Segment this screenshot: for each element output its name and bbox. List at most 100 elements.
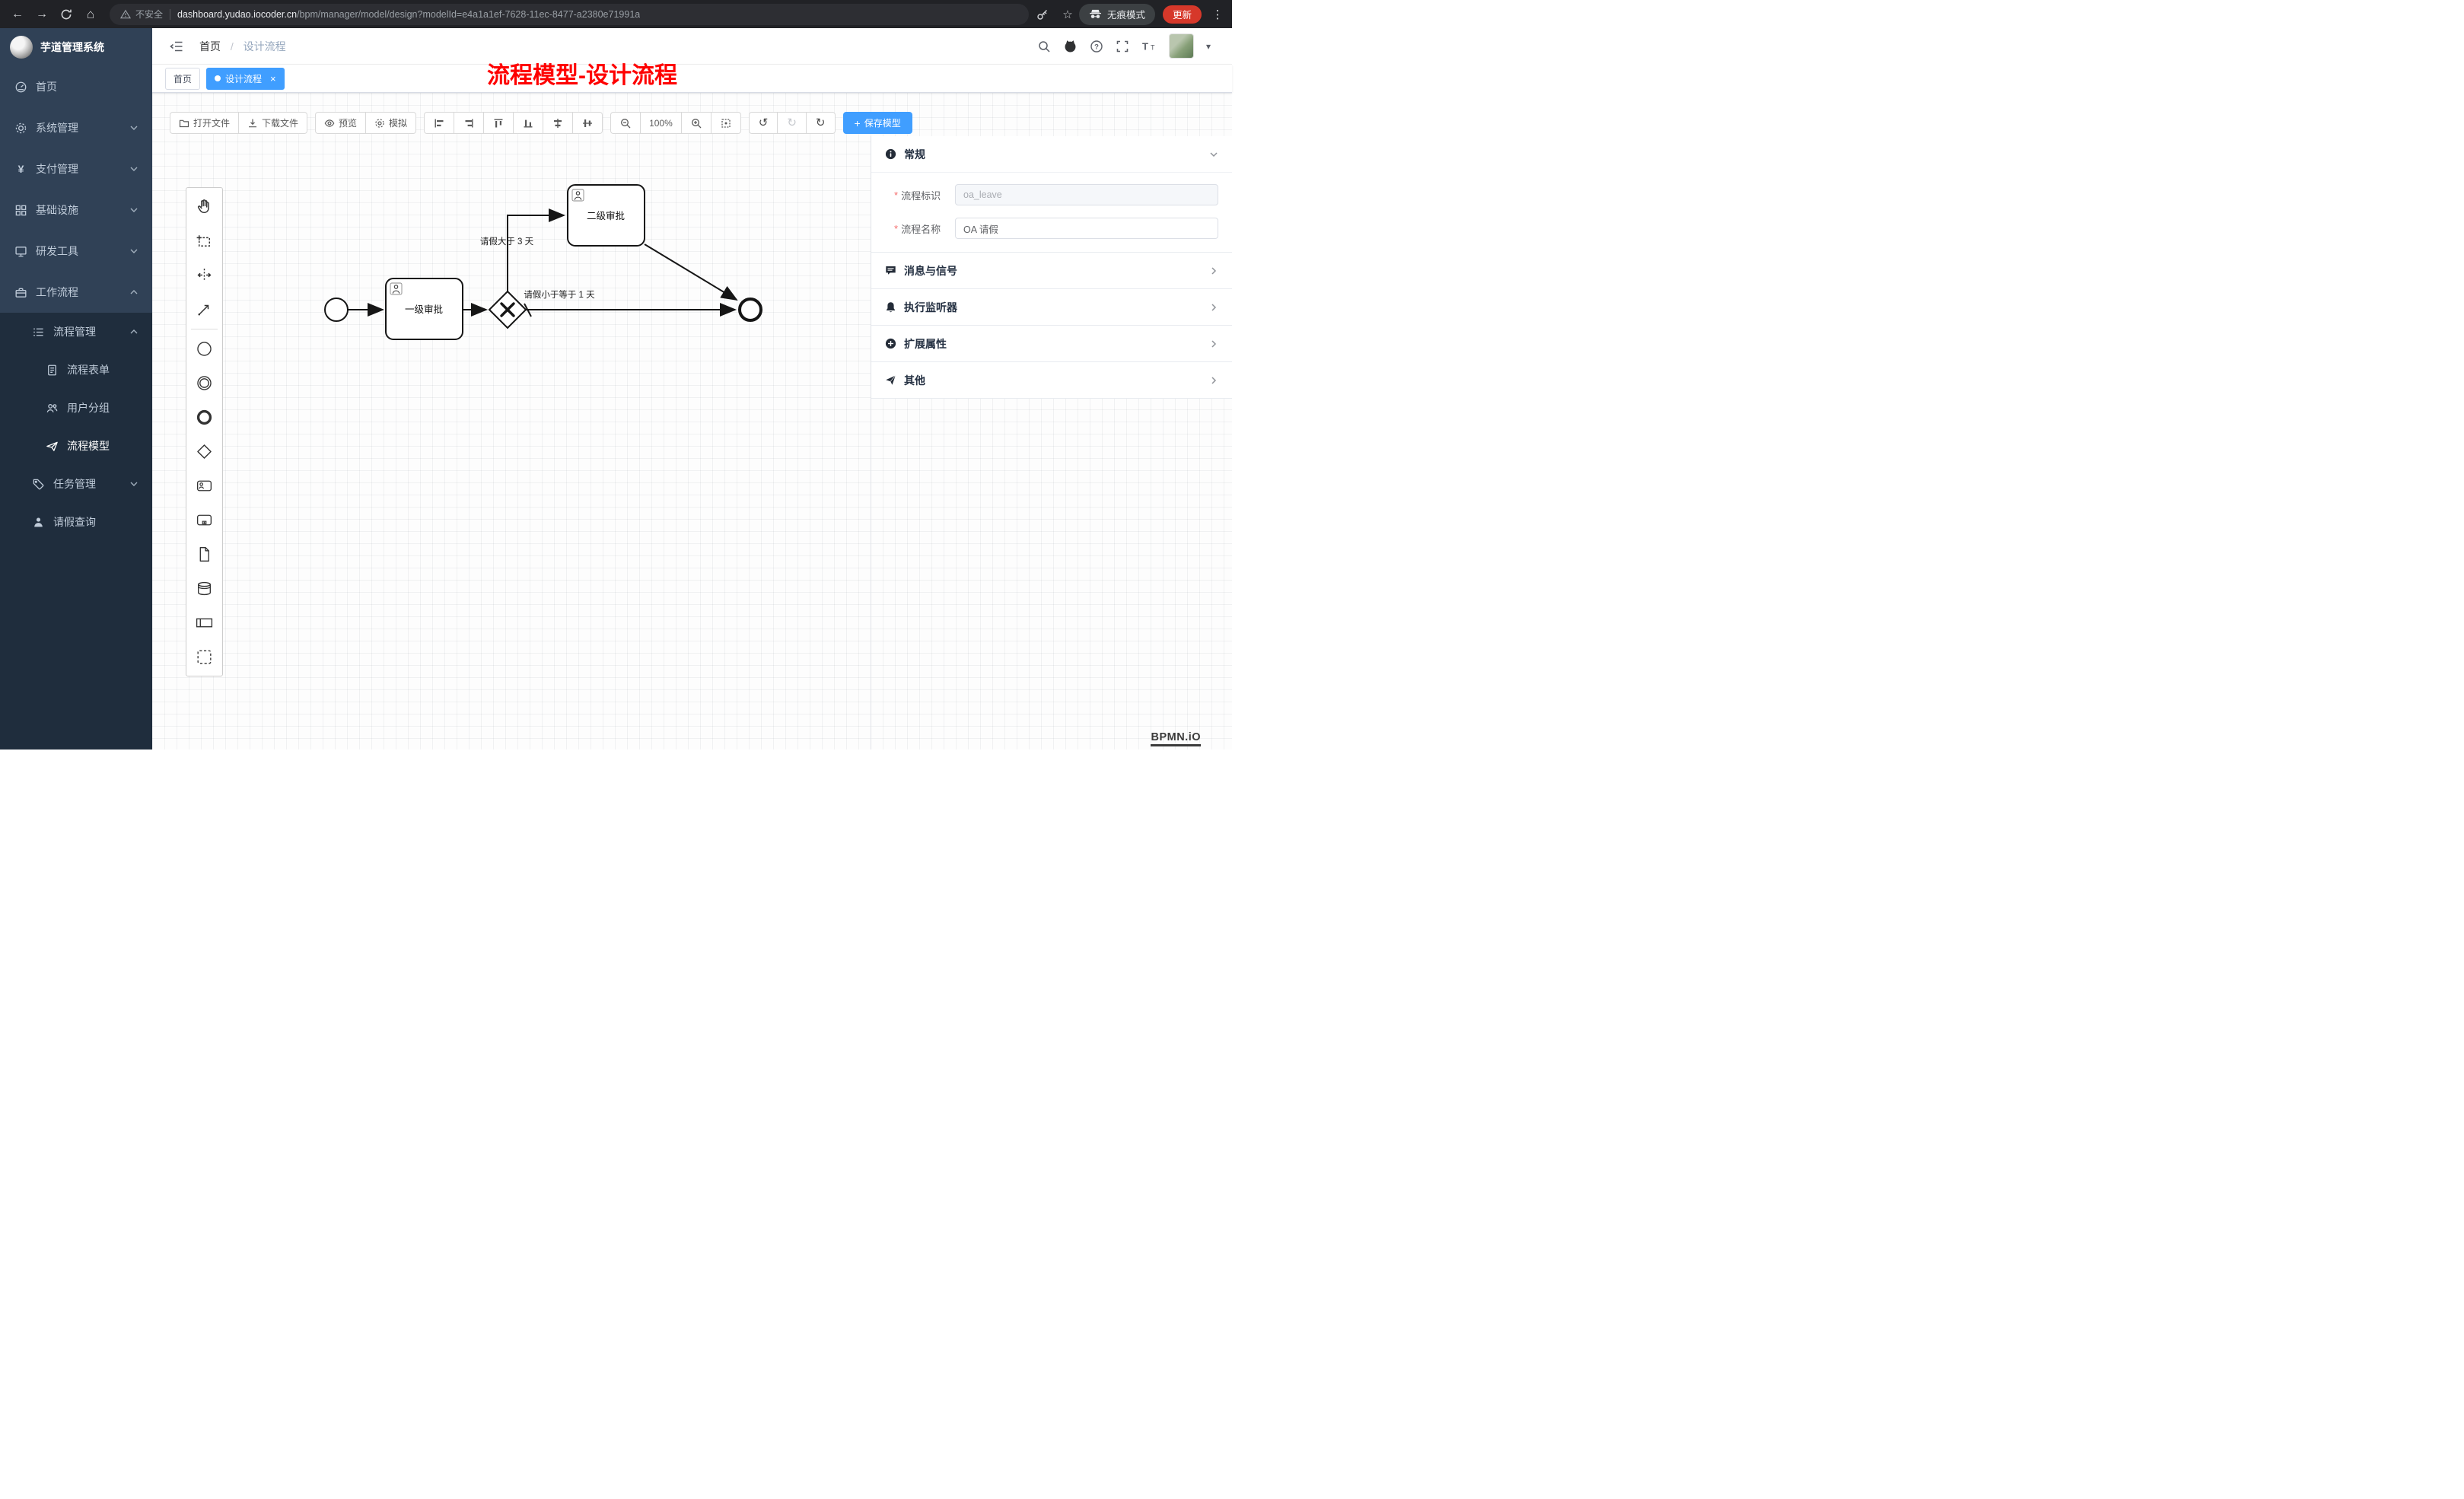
intermediate-event-icon[interactable]: [186, 366, 222, 400]
chevron-down-icon: [130, 167, 138, 171]
avatar-caret-icon[interactable]: ▾: [1205, 40, 1211, 52]
close-icon[interactable]: ×: [270, 72, 276, 84]
bell-icon: [887, 302, 895, 313]
fullscreen-icon[interactable]: [1116, 40, 1129, 53]
tab-design-process[interactable]: 设计流程 ×: [206, 67, 285, 90]
sidebar-item-task-management[interactable]: 任务管理: [0, 465, 152, 503]
flow-gateway-to-task2[interactable]: [507, 208, 565, 291]
browser-back-button[interactable]: ←: [11, 7, 24, 21]
lasso-tool-icon[interactable]: [186, 224, 222, 258]
save-model-button[interactable]: + 保存模型: [842, 112, 912, 134]
app-title: 芋道管理系统: [40, 41, 104, 53]
address-bar[interactable]: 不安全 dashboard.yudao.iocoder.cn/bpm/manag…: [110, 3, 1029, 25]
tab-home[interactable]: 首页: [165, 67, 201, 90]
security-chip[interactable]: 不安全: [120, 8, 163, 21]
task-icon[interactable]: [186, 469, 222, 503]
open-file-button[interactable]: 打开文件: [170, 112, 240, 134]
task-first-approval[interactable]: [385, 278, 463, 340]
hand-tool-icon[interactable]: [186, 189, 222, 224]
undo-button[interactable]: ↺: [748, 112, 778, 134]
user-avatar[interactable]: [1168, 33, 1194, 59]
sidebar-item-label: 请假查询: [53, 516, 96, 528]
incognito-badge: 无痕模式: [1078, 3, 1155, 25]
yen-icon: ¥: [18, 163, 24, 175]
info-icon: [885, 148, 896, 160]
breadcrumb-current: 设计流程: [243, 40, 286, 53]
sidebar-item-devtools[interactable]: 研发工具: [0, 231, 152, 272]
sidebar-item-infrastructure[interactable]: 基础设施: [0, 189, 152, 231]
flow-task2-to-end[interactable]: [644, 243, 738, 301]
plus-icon: +: [854, 116, 861, 129]
sidebar-item-leave-query[interactable]: 请假查询: [0, 503, 152, 541]
end-event-icon[interactable]: [186, 400, 222, 434]
download-file-button[interactable]: 下载文件: [238, 112, 308, 134]
browser-forward-button[interactable]: →: [36, 7, 48, 21]
search-icon[interactable]: [1037, 40, 1051, 53]
bpmn-canvas[interactable]: 一级审批 二级审批 请假大于 3 天 请假小于等于 1 天 打开文件 下载文件: [152, 93, 1232, 750]
edge-label-gt: 请假大于 3 天: [480, 236, 534, 247]
align-left-button[interactable]: [424, 112, 455, 134]
breadcrumb-home[interactable]: 首页: [199, 40, 221, 53]
panel-section-message-signal[interactable]: 消息与信号: [871, 253, 1232, 288]
simulate-button[interactable]: 模拟: [365, 112, 417, 134]
align-bottom-button[interactable]: [513, 112, 544, 134]
task-second-approval[interactable]: [567, 184, 645, 247]
password-key-icon[interactable]: [1036, 8, 1056, 21]
end-event[interactable]: [738, 298, 762, 322]
subprocess-icon[interactable]: [186, 503, 222, 537]
participant-icon[interactable]: [186, 606, 222, 640]
section-title: 执行监听器: [904, 301, 957, 313]
space-tool-icon[interactable]: [186, 258, 222, 292]
update-button[interactable]: 更新: [1162, 5, 1202, 24]
group-icon[interactable]: [186, 640, 222, 674]
start-event[interactable]: [324, 298, 349, 322]
sidebar-item-label: 系统管理: [36, 122, 78, 134]
sidebar-item-process-form[interactable]: 流程表单: [0, 351, 152, 389]
redo-button[interactable]: ↻: [777, 112, 807, 134]
user-task-icon: [390, 282, 403, 295]
panel-section-extended-attributes[interactable]: 扩展属性: [871, 326, 1232, 361]
align-center-horizontal-button[interactable]: [543, 112, 574, 134]
sidebar-item-system[interactable]: 系统管理: [0, 107, 152, 148]
panel-section-other[interactable]: 其他: [871, 362, 1232, 398]
sidebar-item-home[interactable]: 首页: [0, 66, 152, 107]
sidebar-collapse-icon[interactable]: [169, 39, 184, 54]
browser-reload-button[interactable]: [55, 3, 78, 26]
zoom-level[interactable]: 100%: [640, 112, 682, 134]
plus-circle-icon: [885, 338, 896, 349]
preview-button[interactable]: 预览: [315, 112, 367, 134]
gateway-icon[interactable]: [186, 434, 222, 469]
tab-label: 首页: [173, 73, 193, 84]
align-right-button[interactable]: [454, 112, 485, 134]
zoom-out-button[interactable]: [610, 112, 641, 134]
chevron-right-icon: [1211, 376, 1217, 384]
global-connect-icon[interactable]: [186, 292, 222, 326]
zoom-reset-button[interactable]: [710, 112, 741, 134]
process-name-input[interactable]: [955, 218, 1218, 239]
align-center-vertical-button[interactable]: [572, 112, 603, 134]
panel-section-general[interactable]: 常规: [871, 136, 1232, 173]
sidebar-item-process-management[interactable]: 流程管理: [0, 313, 152, 351]
sidebar-item-workflow[interactable]: 工作流程: [0, 272, 152, 313]
chevron-down-icon: [130, 208, 138, 212]
zoom-in-button[interactable]: [680, 112, 712, 134]
bookmark-star-icon[interactable]: ☆: [1062, 8, 1073, 21]
align-top-button[interactable]: [483, 112, 514, 134]
sidebar-item-payment[interactable]: ¥ 支付管理: [0, 148, 152, 189]
start-event-icon[interactable]: [186, 332, 222, 366]
panel-section-execution-listener[interactable]: 执行监听器: [871, 289, 1232, 325]
download-icon: [249, 119, 257, 127]
refresh-button[interactable]: ↻: [805, 112, 836, 134]
app-logo[interactable]: 芋道管理系统: [0, 28, 152, 66]
bpmn-io-logo[interactable]: BPMN.iO: [1151, 731, 1201, 746]
github-icon[interactable]: [1063, 39, 1078, 53]
data-object-icon[interactable]: [186, 537, 222, 571]
sidebar-item-user-group[interactable]: 用户分组: [0, 389, 152, 427]
users-icon: [46, 403, 58, 412]
browser-home-button[interactable]: ⌂: [86, 6, 95, 21]
browser-menu-button[interactable]: ⋮: [1211, 8, 1224, 21]
help-icon[interactable]: ?: [1090, 40, 1103, 53]
data-store-icon[interactable]: [186, 571, 222, 606]
sidebar-item-process-model[interactable]: 流程模型: [0, 427, 152, 465]
